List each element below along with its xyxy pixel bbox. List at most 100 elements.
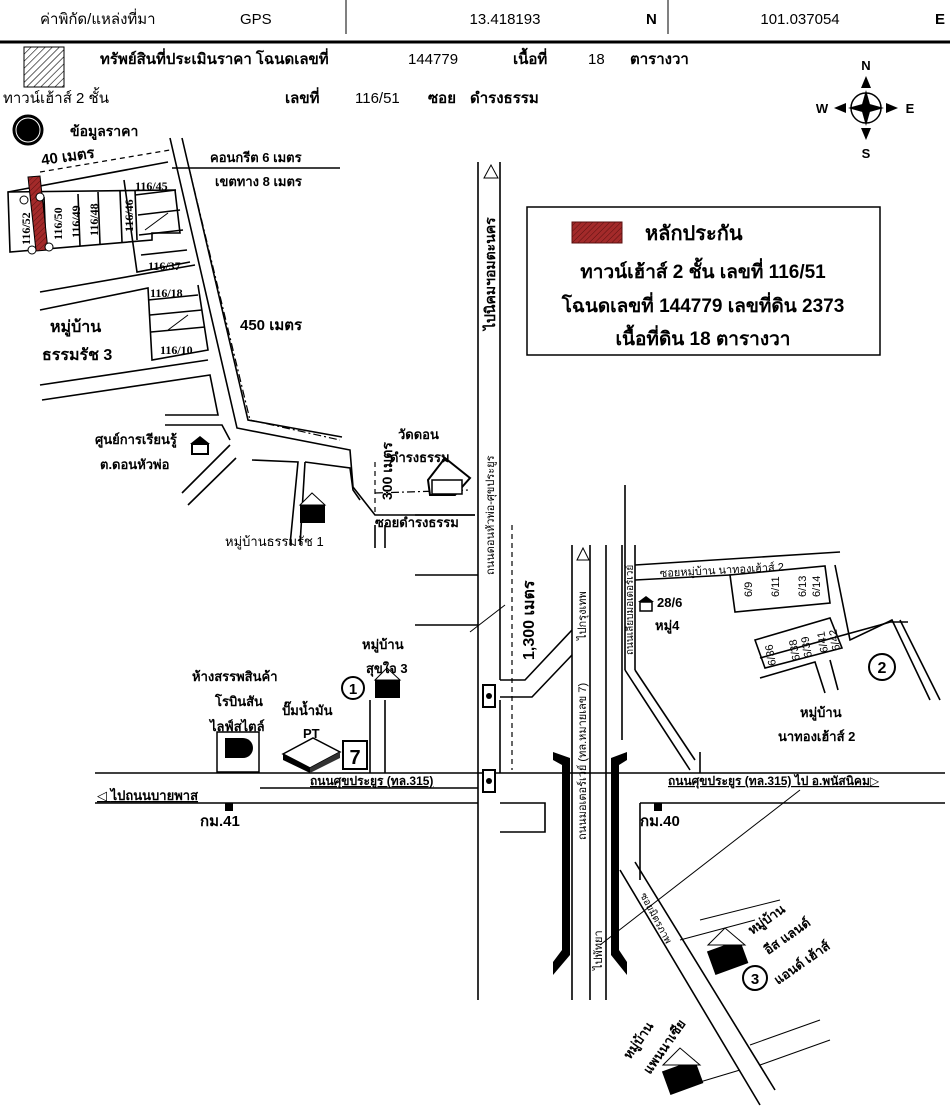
soi-label: ซอย bbox=[428, 90, 456, 107]
house-28-6-label: 28/6 bbox=[657, 595, 682, 610]
lot-label: 6/42 bbox=[827, 628, 843, 651]
lot-label: 6/11 bbox=[770, 576, 782, 597]
area-unit: ตารางวา bbox=[630, 51, 689, 68]
svg-text:2: 2 bbox=[878, 660, 887, 677]
compass-w: W bbox=[816, 101, 829, 116]
pt-label: PT bbox=[303, 726, 320, 741]
lot-label: 116/45 bbox=[135, 179, 168, 193]
km-marker-41-icon bbox=[225, 803, 233, 811]
price-data-marker-icon bbox=[12, 114, 44, 146]
village-icon bbox=[298, 492, 749, 1096]
area-label: เนื้อที่ bbox=[513, 47, 547, 68]
traffic-light-icon bbox=[482, 684, 496, 793]
map-labels: 40 เมตร คอนกรีต 6 เมตร เขตทาง 8 เมตร 450… bbox=[40, 145, 880, 1077]
lot-label: 6/9 bbox=[743, 582, 755, 597]
lot-label: 116/18 bbox=[150, 286, 183, 300]
collateral-line2: โฉนดเลขที่ 144779 เลขที่ดิน 2373 bbox=[561, 292, 845, 317]
compass-n: N bbox=[861, 58, 870, 73]
lot-label: 6/14 bbox=[811, 576, 823, 597]
learning-center-label: ต.ดอนหัวพ่อ bbox=[100, 457, 169, 472]
collateral-swatch bbox=[571, 221, 623, 244]
svg-text:7: 7 bbox=[349, 747, 360, 769]
coord-label: ค่าพิกัด/แหล่งที่มา bbox=[40, 8, 156, 28]
gas-station-label: ปั๊มน้ำมัน bbox=[282, 700, 333, 718]
property-info: ทรัพย์สินที่ประเมินราคา โฉนดเลขที่ 14477… bbox=[3, 46, 689, 107]
lot-label: 6/38 bbox=[787, 638, 803, 661]
property-label: ทรัพย์สินที่ประเมินราคา โฉนดเลขที่ bbox=[100, 48, 329, 68]
deed-no: 144779 bbox=[408, 51, 458, 68]
marker-2: 2 bbox=[868, 653, 896, 681]
compass-e: E bbox=[906, 101, 915, 116]
robinson-logo-icon bbox=[216, 731, 260, 773]
townhouse-hatch-symbol bbox=[23, 46, 65, 88]
motorway-label: ถนนมอเตอร์เวย์ (ทล.หมายเลข 7) bbox=[576, 683, 589, 840]
road-donhuapho-label: ถนนดอนหัวพ่อ-ศุขประยูร bbox=[485, 455, 497, 575]
temple-label: ดำรงธรรม bbox=[390, 450, 450, 465]
village-thammarat3: ธรรมรัช 3 bbox=[42, 346, 112, 364]
lot-label: 6/39 bbox=[799, 635, 815, 658]
temple-label: วัดดอน bbox=[398, 427, 439, 442]
distance-300m: 300 เมตร bbox=[379, 442, 395, 500]
soi-nathong-label: ซอยหมู่บ้าน นาทองเฮ้าส์ 2 bbox=[659, 561, 784, 580]
to-bangkok-label: ไปกรุงเทพ bbox=[576, 591, 589, 641]
road-sukprayoon-east-label: ถนนศุขประยูร (ทล.315) ไป อ.พนัสนิคม▷ bbox=[668, 773, 880, 789]
triangle-arrow-icon bbox=[576, 546, 590, 561]
coord-source: GPS bbox=[240, 11, 272, 28]
school-icon bbox=[190, 436, 210, 455]
soi-name: ดำรงธรรม bbox=[470, 90, 539, 107]
lot-labels-left: 116/52 116/50 116/49 116/48 116/46 116/4… bbox=[19, 179, 193, 357]
lot-label: 116/50 bbox=[51, 207, 65, 240]
distance-40m: 40 เมตร bbox=[40, 145, 96, 169]
moo4-label: หมู่4 bbox=[655, 618, 680, 634]
concrete-road-label: คอนกรีต 6 เมตร bbox=[210, 150, 302, 165]
bridge-left bbox=[553, 752, 570, 975]
house-icon-286 bbox=[638, 596, 654, 612]
area-value: 18 bbox=[588, 51, 605, 68]
latitude: 13.418193 bbox=[470, 11, 541, 28]
longitude-dir: E bbox=[935, 11, 945, 28]
mall-label: ไลฟ์สไตล์ bbox=[208, 718, 265, 734]
lot-label: 116/46 bbox=[122, 199, 136, 232]
latitude-dir: N bbox=[646, 11, 657, 28]
distance-450m: 450 เมตร bbox=[240, 317, 303, 334]
soi-damrongtham-label: ซอยดำรงธรรม bbox=[375, 515, 459, 530]
coordinate-header: ค่าพิกัด/แหล่งที่มา GPS 13.418193 N 101.… bbox=[0, 0, 950, 44]
triangle-arrow-icon bbox=[483, 163, 499, 179]
seven-eleven-icon: 7 bbox=[342, 740, 368, 770]
village-thammarat1: หมู่บ้านธรรมรัช 1 bbox=[225, 534, 324, 550]
temple-icon bbox=[426, 456, 472, 496]
to-bypass-label: ◁ ไปถนนบายพาส bbox=[97, 787, 198, 803]
collateral-legend-box: หลักประกัน ทาวน์เฮ้าส์ 2 ชั้น เลขที่ 116… bbox=[526, 206, 881, 356]
village-sukjai-label: สุขใจ 3 bbox=[366, 660, 408, 677]
property-type: ทาวน์เฮ้าส์ 2 ชั้น bbox=[3, 87, 109, 107]
village-thammarat3: หมู่บ้าน bbox=[50, 318, 101, 338]
lot-label: 6/41 bbox=[815, 630, 831, 653]
collateral-line1: ทาวน์เฮ้าส์ 2 ชั้น เลขที่ 116/51 bbox=[580, 257, 826, 283]
km-marker-40-icon bbox=[654, 803, 662, 811]
lot-label: 6/36 bbox=[763, 643, 779, 666]
to-amata-label: ไปนิคมฯอมตะนคร bbox=[481, 217, 498, 332]
frontage-road-label: ถนนเลียบมอเตอร์เวย์ bbox=[624, 565, 636, 655]
lot-label: 116/37 bbox=[148, 259, 181, 273]
roads bbox=[7, 137, 945, 1106]
svg-text:3: 3 bbox=[751, 971, 759, 988]
distance-1300m: 1,300 เมตร bbox=[521, 580, 538, 660]
road-sukprayoon-west-label: ถนนศุขประยูร (ทล.315) bbox=[310, 774, 433, 789]
village-sukjai-label: หมู่บ้าน bbox=[362, 637, 404, 653]
lot-labels-right: 6/9 6/11 6/13 6/14 6/36 6/38 6/39 6/41 6… bbox=[743, 576, 843, 667]
lot-label: 6/13 bbox=[797, 576, 809, 597]
km41-label: กม.41 bbox=[200, 813, 240, 830]
collateral-line3: เนื้อที่ดิน 18 ตารางวา bbox=[616, 324, 791, 350]
gas-station-icon bbox=[281, 737, 342, 773]
km40-label: กม.40 bbox=[640, 813, 680, 830]
price-data-label: ข้อมูลราคา bbox=[70, 123, 138, 140]
village-nathong-label: หมู่บ้าน bbox=[800, 705, 842, 721]
marker-1: 1 bbox=[341, 676, 365, 700]
bridge-right bbox=[611, 752, 627, 975]
mall-label: โรบินสัน bbox=[214, 693, 263, 709]
compass-icon: N S W E bbox=[816, 58, 915, 161]
collateral-title: หลักประกัน bbox=[645, 223, 743, 245]
house-no-label: เลขที่ bbox=[285, 87, 320, 107]
lot-label: 116/49 bbox=[69, 205, 83, 238]
